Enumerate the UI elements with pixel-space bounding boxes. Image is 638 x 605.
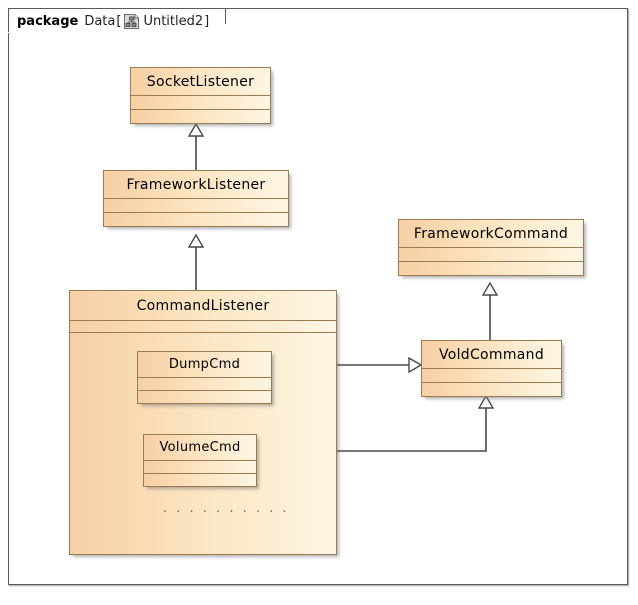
class-title: FrameworkCommand [399, 220, 583, 248]
diagram-name: Untitled2 [143, 13, 204, 29]
class-diagram-icon [124, 13, 140, 29]
class-dumpcmd[interactable]: DumpCmd [137, 351, 272, 404]
ellipsis-marker: . . . . . . . . . . [163, 501, 290, 516]
operations-compartment [399, 262, 583, 276]
class-title: CommandListener [70, 291, 336, 321]
class-socketlistener[interactable]: SocketListener [130, 67, 271, 124]
attributes-compartment [131, 96, 270, 110]
tab-underline [8, 32, 240, 33]
operations-compartment [138, 391, 271, 404]
package-header-tab[interactable]: package Data [ Untitled2 ] [8, 8, 227, 33]
class-title: SocketListener [131, 68, 270, 96]
class-volumecmd[interactable]: VolumeCmd [143, 434, 257, 487]
class-title: DumpCmd [138, 352, 271, 378]
attributes-compartment [422, 369, 561, 383]
attributes-compartment [70, 321, 336, 333]
bracket-open: [ [116, 13, 122, 29]
attributes-compartment [138, 378, 271, 391]
attributes-compartment [144, 461, 256, 474]
class-frameworkcommand[interactable]: FrameworkCommand [398, 219, 584, 276]
package-name: Data [84, 13, 116, 29]
package-keyword: package [17, 13, 79, 29]
operations-compartment [144, 474, 256, 487]
operations-compartment [422, 383, 561, 397]
nested-classes-compartment: DumpCmd VolumeCmd . . . . . . . . . . [70, 333, 336, 554]
class-title: FrameworkListener [104, 171, 288, 199]
class-title: VoldCommand [422, 341, 561, 369]
bracket-close: ] [204, 13, 210, 29]
operations-compartment [131, 110, 270, 124]
attributes-compartment [104, 199, 288, 213]
class-title: VolumeCmd [144, 435, 256, 461]
class-frameworklistener[interactable]: FrameworkListener [103, 170, 289, 227]
operations-compartment [104, 213, 288, 227]
class-voldcommand[interactable]: VoldCommand [421, 340, 562, 397]
class-commandlistener[interactable]: CommandListener DumpCmd VolumeCmd . . . … [69, 290, 337, 555]
attributes-compartment [399, 248, 583, 262]
